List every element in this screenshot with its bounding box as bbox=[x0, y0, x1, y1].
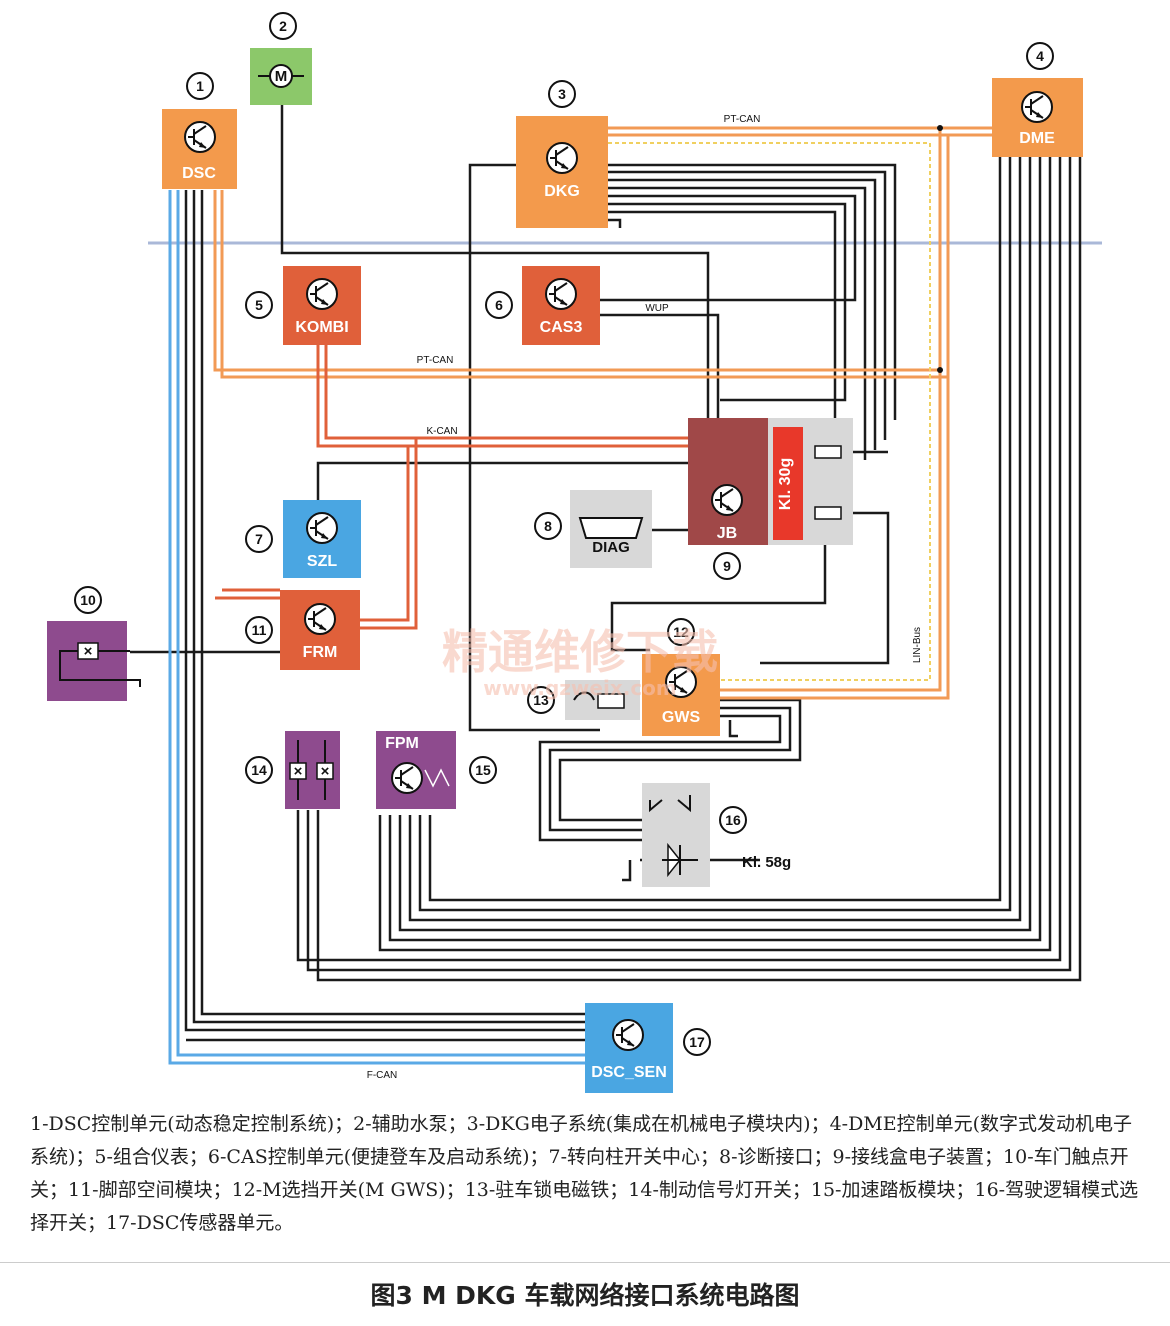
brake-number: 14 bbox=[251, 762, 267, 778]
kombi-label: KOMBI bbox=[295, 319, 348, 336]
jb-number: 9 bbox=[723, 558, 731, 574]
divider bbox=[0, 1262, 1170, 1263]
watermark-title: 精通维修下载 bbox=[442, 625, 718, 679]
dsc-sen-label: DSC_SEN bbox=[591, 1064, 667, 1081]
door-number: 10 bbox=[80, 592, 96, 608]
kl58g-label: Kl. 58g bbox=[742, 854, 791, 871]
cas3-module: CAS3 6 bbox=[485, 266, 600, 345]
driving-mode-switch: Kl. 58g 16 bbox=[642, 783, 791, 887]
kombi-module: KOMBI 5 bbox=[245, 266, 361, 345]
cas3-number: 6 bbox=[495, 297, 503, 313]
kombi-number: 5 bbox=[255, 297, 263, 313]
pt-can-label-mid: PT-CAN bbox=[417, 355, 454, 366]
dsc-label: DSC bbox=[182, 165, 216, 182]
circuit-diagram: DSC 1 M 2 DKG 3 DME 4 KOMBI 5 bbox=[47, 12, 1102, 1093]
figure-title: 图3 M DKG 车载网络接口系统电路图 bbox=[370, 1281, 800, 1310]
k-can-label: K-CAN bbox=[426, 426, 457, 437]
jb-kl30g-label: Kl. 30g bbox=[777, 458, 794, 510]
door-contact-switch: × 10 bbox=[47, 586, 141, 701]
black-wires bbox=[130, 105, 1082, 1042]
dkg-module: DKG 3 bbox=[516, 80, 608, 228]
figure-caption: 1-DSC控制单元(动态稳定控制系统)；2-辅助水泵；3-DKG电子系统(集成在… bbox=[30, 1113, 1139, 1234]
svg-text:×: × bbox=[321, 763, 330, 780]
pump-label: M bbox=[275, 68, 288, 85]
frm-number: 11 bbox=[252, 622, 267, 638]
pt-can-bus bbox=[213, 126, 992, 700]
lin-bus bbox=[608, 142, 931, 681]
frm-label: FRM bbox=[303, 644, 338, 661]
dme-number: 4 bbox=[1036, 48, 1044, 64]
diag-label: DIAG bbox=[592, 539, 630, 556]
pt-can-label-top: PT-CAN bbox=[724, 114, 761, 125]
dsc-module: DSC 1 bbox=[162, 72, 237, 189]
dsc-number: 1 bbox=[196, 78, 204, 94]
k-can-bus bbox=[215, 345, 690, 630]
fpm-number: 15 bbox=[475, 762, 491, 778]
dme-module: DME 4 bbox=[992, 42, 1083, 157]
jb-label: JB bbox=[717, 525, 737, 542]
frm-module: FRM 11 bbox=[245, 590, 360, 670]
cas3-label: CAS3 bbox=[540, 319, 583, 336]
fpm-label: FPM bbox=[385, 735, 419, 752]
dme-label: DME bbox=[1019, 130, 1055, 147]
brake-light-switch: × × 14 bbox=[245, 731, 340, 809]
watermark-url: www.gzweix.com bbox=[483, 676, 677, 700]
f-can-bus bbox=[168, 190, 585, 1065]
jb-module: Kl. 30g JB 9 bbox=[688, 418, 853, 580]
mode-number: 16 bbox=[725, 812, 741, 828]
aux-pump-module: M 2 bbox=[250, 12, 312, 105]
parking-lock-solenoid: 13 bbox=[527, 680, 640, 720]
f-can-label: F-CAN bbox=[367, 1070, 398, 1081]
lock-number: 13 bbox=[533, 692, 549, 708]
dkg-number: 3 bbox=[558, 86, 566, 102]
diag-number: 8 bbox=[544, 518, 552, 534]
dkg-label: DKG bbox=[544, 183, 580, 200]
szl-module: SZL 7 bbox=[245, 500, 361, 578]
diag-connector: DIAG 8 bbox=[534, 490, 652, 568]
gws-module: GWS 12 bbox=[642, 618, 720, 736]
lin-bus-label: LIN-Bus bbox=[912, 627, 923, 663]
svg-text:×: × bbox=[84, 643, 93, 660]
dsc-sen-number: 17 bbox=[689, 1034, 705, 1050]
svg-text:×: × bbox=[294, 763, 303, 780]
pump-number: 2 bbox=[279, 18, 287, 34]
szl-label: SZL bbox=[307, 553, 337, 570]
gws-number: 12 bbox=[673, 624, 689, 640]
dsc-sen-module: DSC_SEN 17 bbox=[585, 1003, 711, 1093]
wup-label: WUP bbox=[645, 303, 669, 314]
gws-label: GWS bbox=[662, 709, 701, 726]
szl-number: 7 bbox=[255, 531, 263, 547]
fpm-module: FPM 15 bbox=[376, 731, 497, 809]
